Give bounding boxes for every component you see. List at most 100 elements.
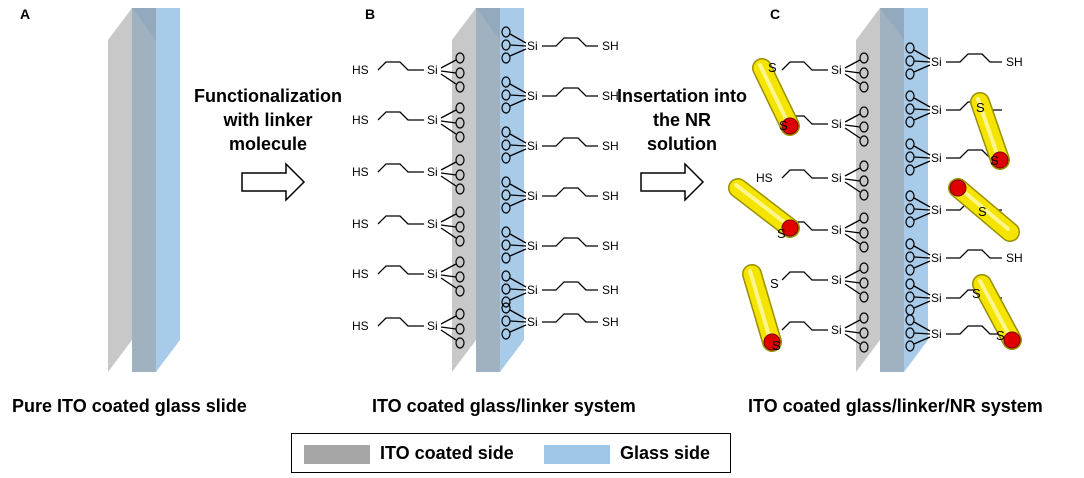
si-o-bond <box>913 97 931 108</box>
si-o-bond <box>844 178 861 182</box>
alkyl-chain <box>377 215 424 225</box>
alkyl-chain <box>377 265 424 275</box>
gold-tip <box>1003 331 1021 349</box>
si-o-bond <box>509 144 527 147</box>
oxygen-atom <box>501 52 511 64</box>
legend-glass-swatch <box>544 445 610 464</box>
si-o-bond <box>440 123 457 135</box>
thiol-label: SH <box>602 283 619 297</box>
arrow-first <box>241 162 306 202</box>
si-o-bond <box>509 198 527 207</box>
si-o-bond <box>509 288 527 291</box>
si-o-bond <box>509 277 527 288</box>
thiol-label: SH <box>1006 251 1023 265</box>
oxygen-atom <box>905 42 915 54</box>
oxygen-atom <box>501 26 511 38</box>
sulfur-label: S <box>777 226 786 241</box>
si-o-bond <box>844 59 861 69</box>
si-o-bond <box>913 145 931 156</box>
oxygen-atom <box>859 327 869 339</box>
arrow-second-text: Insertation into the NR solution <box>602 84 762 156</box>
thiol-label: SH <box>602 239 619 253</box>
oxygen-atom <box>859 227 869 239</box>
oxygen-atom <box>501 270 511 282</box>
si-label: Si <box>427 319 438 333</box>
si-o-bond <box>440 274 457 278</box>
alkyl-chain <box>781 169 828 179</box>
si-label: Si <box>427 267 438 281</box>
oxygen-atom <box>455 323 465 335</box>
alkyl-chain <box>781 321 828 331</box>
oxygen-atom <box>455 308 465 320</box>
si-label: Si <box>427 113 438 127</box>
arrow-first-text: Functionalization with linker molecule <box>178 84 358 156</box>
nanorod-highlight <box>758 63 790 125</box>
sulfur-label: S <box>768 60 777 75</box>
si-o-bond <box>913 332 931 335</box>
alkyl-chain <box>542 313 598 323</box>
slide-a-core <box>132 8 156 372</box>
gold-tip <box>781 219 799 237</box>
si-o-bond <box>440 70 457 74</box>
si-o-bond <box>440 277 457 289</box>
oxygen-atom <box>859 262 869 274</box>
oxygen-atom <box>501 76 511 88</box>
thiol-label: HS <box>352 319 369 333</box>
sulfur-label: S <box>978 204 987 219</box>
si-o-bond <box>440 175 457 187</box>
thiol-label: HS <box>756 171 773 185</box>
thiol-label: SH <box>602 39 619 53</box>
arrow-first-line-1: Functionalization <box>194 86 342 106</box>
arrow-first-line-2: with linker <box>223 110 313 130</box>
si-o-bond <box>913 256 931 259</box>
si-o-bond <box>509 44 527 47</box>
si-label: Si <box>831 63 842 77</box>
si-label: Si <box>831 171 842 185</box>
si-o-bond <box>844 330 861 334</box>
si-o-bond <box>844 219 861 229</box>
alkyl-chain <box>946 249 1002 259</box>
si-o-bond <box>509 320 527 323</box>
oxygen-atom <box>859 241 869 253</box>
sulfur-label: S <box>779 118 788 133</box>
oxygen-atom <box>501 302 511 314</box>
oxygen-atom <box>905 340 915 352</box>
oxygen-atom <box>455 256 465 268</box>
si-o-bond <box>440 326 457 330</box>
oxygen-atom <box>501 152 511 164</box>
oxygen-atom <box>455 221 465 233</box>
si-o-bond <box>509 33 527 44</box>
si-o-bond <box>913 49 931 60</box>
nanorod-highlight <box>748 269 772 341</box>
si-o-bond <box>913 300 931 309</box>
nanorod-highlight <box>734 183 790 227</box>
si-label: Si <box>931 55 942 69</box>
thiol-label: HS <box>352 63 369 77</box>
arrow-second-line-3: solution <box>647 134 717 154</box>
gold-tip <box>991 151 1009 169</box>
alkyl-chain <box>946 53 1002 63</box>
si-o-bond <box>440 172 457 176</box>
si-o-bond <box>844 319 861 329</box>
si-o-bond <box>509 309 527 320</box>
oxygen-atom <box>859 135 869 147</box>
sulfur-label: S <box>772 338 781 353</box>
si-label: Si <box>427 63 438 77</box>
si-o-bond <box>509 133 527 144</box>
si-o-bond <box>913 197 931 208</box>
oxygen-atom <box>501 328 511 340</box>
caption-b: ITO coated glass/linker system <box>372 396 636 416</box>
si-o-bond <box>913 212 931 221</box>
slide-c <box>856 8 928 372</box>
oxygen-atom <box>859 52 869 64</box>
si-label: Si <box>527 283 538 297</box>
arrow-second <box>640 162 705 202</box>
oxygen-atom <box>859 160 869 172</box>
oxygen-atom <box>501 176 511 188</box>
alkyl-chain <box>542 237 598 247</box>
thiol-label: SH <box>602 139 619 153</box>
oxygen-atom <box>501 226 511 238</box>
si-o-bond <box>844 233 861 245</box>
si-o-bond <box>509 233 527 244</box>
